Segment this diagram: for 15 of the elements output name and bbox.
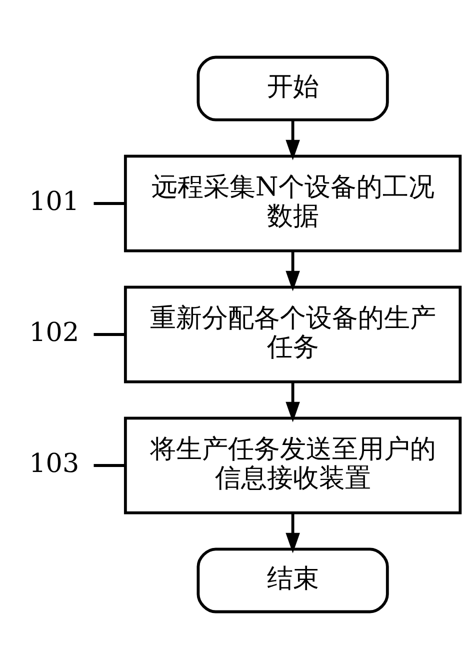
- connector: [93, 464, 125, 466]
- node-box: 将生产任务发送至用户的信息接收装置: [123, 416, 462, 514]
- node-box: 结束: [196, 547, 388, 613]
- node-text: 103: [28, 448, 79, 478]
- node-box: 重新分配各个设备的生产任务: [123, 285, 462, 383]
- arrow: [285, 250, 300, 291]
- connector: [93, 332, 125, 336]
- node-text: 102: [28, 317, 79, 348]
- node-text: 101: [28, 186, 79, 216]
- arrow: [285, 382, 300, 422]
- arrow: [285, 512, 300, 553]
- node-box: 开始: [196, 55, 388, 121]
- node-box: 远程采集N个设备的工况数据: [123, 154, 462, 252]
- connector: [93, 202, 125, 204]
- arrow: [285, 120, 300, 160]
